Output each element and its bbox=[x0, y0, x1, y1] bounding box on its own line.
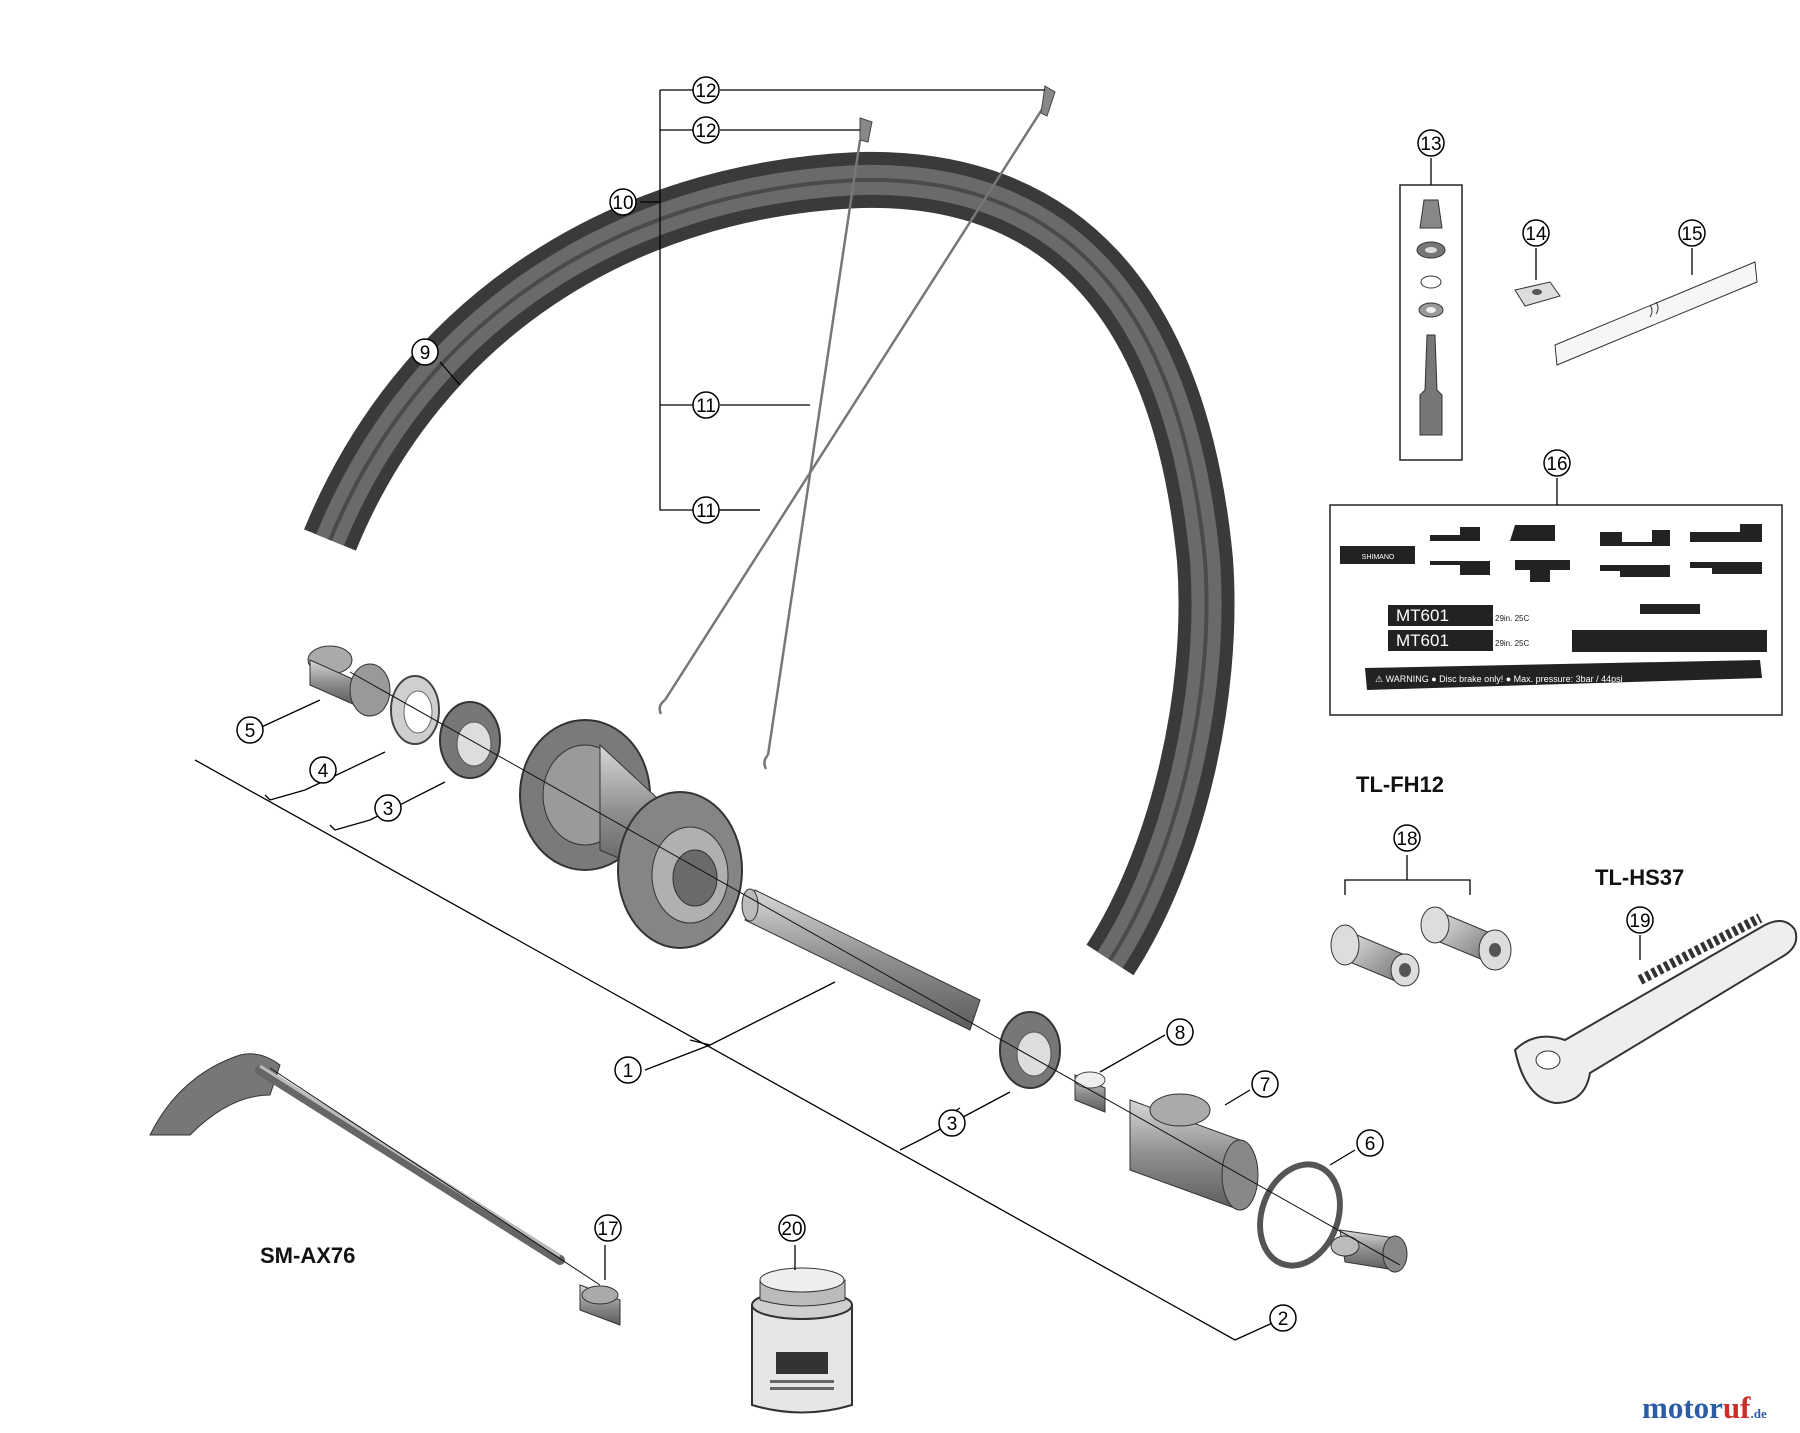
assembly-axis bbox=[269, 671, 1401, 1286]
svg-text:14: 14 bbox=[1525, 224, 1547, 245]
hub-spanner bbox=[1513, 913, 1798, 1105]
end-cap-left bbox=[307, 645, 391, 717]
svg-text:12: 12 bbox=[695, 121, 716, 142]
callout-18[interactable]: 18 bbox=[1393, 824, 1421, 852]
svg-text:20: 20 bbox=[781, 1219, 802, 1240]
svg-text:3: 3 bbox=[383, 799, 394, 820]
svg-text:15: 15 bbox=[1681, 224, 1702, 245]
callout-14[interactable]: 14 bbox=[1522, 219, 1550, 247]
decal-warning: ⚠ WARNING ● Disc brake only! ● Max. pres… bbox=[1375, 674, 1623, 684]
svg-text:1: 1 bbox=[623, 1061, 634, 1082]
svg-text:motoruf.de: motoruf.de bbox=[1642, 1390, 1767, 1425]
callout-10[interactable]: 10 bbox=[609, 188, 637, 216]
callout-20[interactable]: 20 bbox=[778, 1214, 806, 1242]
callout-12-top[interactable]: 12 bbox=[692, 76, 720, 104]
rim-washer bbox=[1514, 281, 1561, 307]
decal-brand: SHIMANO bbox=[1362, 554, 1395, 561]
thru-axle bbox=[149, 1053, 565, 1265]
svg-text:7: 7 bbox=[1260, 1075, 1271, 1096]
svg-text:16: 16 bbox=[1546, 454, 1567, 475]
callout-8[interactable]: 8 bbox=[1166, 1018, 1194, 1046]
callout-5[interactable]: 5 bbox=[236, 716, 264, 744]
seal-ring-left bbox=[390, 675, 440, 745]
rim-tape bbox=[1554, 261, 1758, 366]
callout-4[interactable]: 4 bbox=[309, 756, 337, 784]
svg-text:9: 9 bbox=[420, 343, 431, 364]
spoke-nipple-inner bbox=[859, 117, 873, 143]
callout-7[interactable]: 7 bbox=[1251, 1070, 1279, 1098]
callouts: 12 12 10 9 11 11 5 4 3 1 3 8 7 6 2 17 20… bbox=[236, 76, 1706, 1332]
decal-sheet: SHIMANO MT601 29in. 25C MT601 29in. 25C … bbox=[1329, 504, 1783, 716]
spacer bbox=[1074, 1071, 1106, 1113]
callout-12-inner[interactable]: 12 bbox=[692, 116, 720, 144]
svg-text:19: 19 bbox=[1629, 911, 1650, 932]
callout-6[interactable]: 6 bbox=[1356, 1129, 1384, 1157]
axle-nut bbox=[579, 1284, 621, 1326]
watermark-logo: motoruf.de bbox=[1642, 1390, 1767, 1425]
freehub-body bbox=[1129, 1093, 1259, 1211]
freehub-tool-right bbox=[1420, 906, 1512, 971]
rim bbox=[304, 151, 1235, 976]
callout-9[interactable]: 9 bbox=[411, 338, 439, 366]
decal-size-bottom: 29in. 25C bbox=[1495, 639, 1529, 648]
valve-kit-box bbox=[1399, 184, 1463, 461]
decal-model-top: MT601 bbox=[1396, 606, 1449, 625]
svg-text:13: 13 bbox=[1420, 134, 1441, 155]
callout-2[interactable]: 2 bbox=[1269, 1304, 1297, 1332]
svg-text:10: 10 bbox=[612, 193, 633, 214]
hub-body bbox=[519, 719, 743, 949]
svg-text:4: 4 bbox=[318, 761, 329, 782]
svg-text:8: 8 bbox=[1175, 1023, 1186, 1044]
decal-size-top: 29in. 25C bbox=[1495, 614, 1529, 623]
label-freehub-tool: TL-FH12 bbox=[1356, 772, 1444, 797]
decal-model-bottom: MT601 bbox=[1396, 631, 1449, 650]
svg-text:11: 11 bbox=[696, 501, 716, 522]
label-thru-axle: SM-AX76 bbox=[260, 1243, 355, 1268]
end-cap-right bbox=[1330, 1229, 1408, 1273]
callout-3-right[interactable]: 3 bbox=[938, 1109, 966, 1137]
callout-11-lower[interactable]: 11 bbox=[692, 496, 720, 524]
svg-text:5: 5 bbox=[245, 721, 256, 742]
svg-text:2: 2 bbox=[1278, 1309, 1289, 1330]
callout-13[interactable]: 13 bbox=[1417, 129, 1445, 157]
callout-17[interactable]: 17 bbox=[594, 1214, 622, 1242]
svg-text:11: 11 bbox=[696, 396, 716, 417]
grease-jar bbox=[751, 1267, 853, 1414]
freehub-tool-left bbox=[1330, 924, 1420, 987]
spoke-nipple-top bbox=[1040, 85, 1056, 117]
callout-1[interactable]: 1 bbox=[614, 1056, 642, 1084]
label-hub-spanner: TL-HS37 bbox=[1595, 865, 1684, 890]
spokes bbox=[658, 99, 1050, 770]
callout-16[interactable]: 16 bbox=[1543, 449, 1571, 477]
svg-text:18: 18 bbox=[1396, 829, 1417, 850]
callout-3-left[interactable]: 3 bbox=[374, 794, 402, 822]
bearing-right bbox=[999, 1011, 1061, 1089]
svg-text:17: 17 bbox=[597, 1219, 618, 1240]
callout-19[interactable]: 19 bbox=[1626, 906, 1654, 934]
callout-11-upper[interactable]: 11 bbox=[692, 391, 720, 419]
callout-15[interactable]: 15 bbox=[1678, 219, 1706, 247]
svg-text:12: 12 bbox=[695, 81, 716, 102]
svg-text:6: 6 bbox=[1365, 1134, 1376, 1155]
svg-text:3: 3 bbox=[947, 1114, 958, 1135]
hub-axle bbox=[741, 888, 981, 1031]
seal-ring-right bbox=[1257, 1161, 1343, 1269]
